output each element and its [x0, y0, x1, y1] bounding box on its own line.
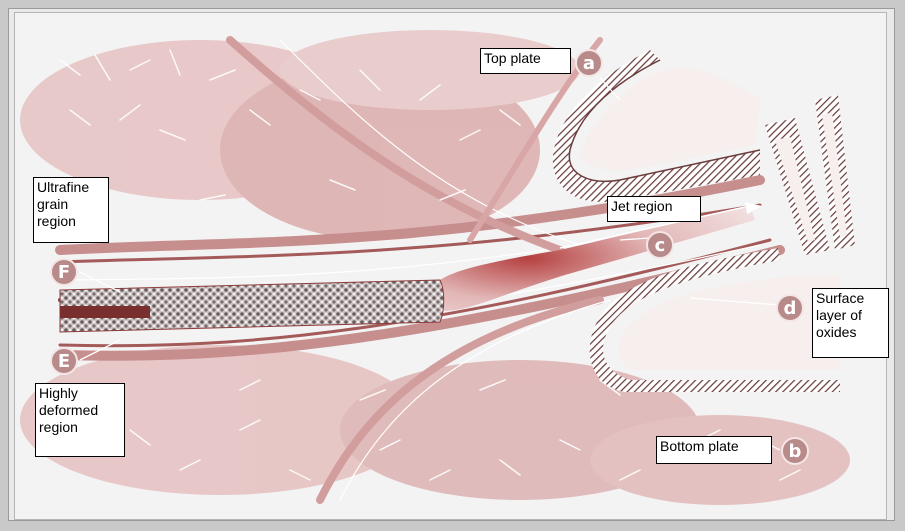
- marker-c: c: [646, 231, 674, 259]
- label-surface-layer-of-oxides: Surface layer of oxides: [812, 288, 889, 358]
- label-ultrafine-grain-region: Ultrafine grain region: [33, 177, 109, 243]
- plate-end-sections: [765, 95, 855, 255]
- marker-d: d: [776, 294, 804, 322]
- bottom-plate: [590, 248, 840, 392]
- label-highly-deformed-region: Highly deformed region: [35, 383, 125, 457]
- marker-b: b: [781, 437, 809, 465]
- marker-a: a: [575, 49, 603, 77]
- marker-f: F: [50, 258, 78, 286]
- label-bottom-plate: Bottom plate: [656, 436, 772, 464]
- marker-e: E: [50, 347, 78, 375]
- label-jet-region: Jet region: [607, 196, 701, 222]
- label-top-plate: Top plate: [480, 48, 571, 74]
